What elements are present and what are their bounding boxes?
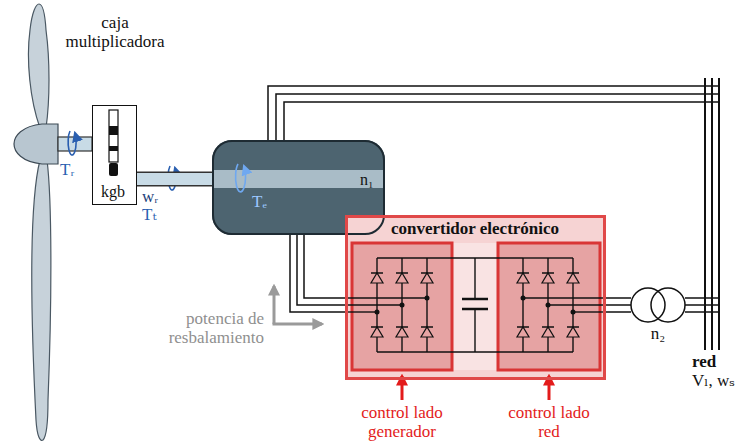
speed-symbol: wᵣ [142, 188, 158, 207]
diode-symbols [396, 327, 408, 337]
junction-dots [571, 310, 576, 315]
connector-line [137, 172, 212, 187]
dc-capacitor [462, 308, 488, 311]
connector-line [304, 235, 345, 298]
torque-symbol: Tᵣ [60, 161, 74, 180]
transformer-symbol [631, 288, 719, 322]
dc-capacitor [474, 309, 475, 352]
gear-wheels [109, 163, 118, 176]
connector-line [290, 235, 345, 312]
turbine-hub [14, 124, 58, 164]
turbine-blades [28, 4, 49, 128]
dc-capacitor [462, 298, 488, 301]
converter-panel [452, 243, 498, 370]
connector-line [297, 235, 345, 305]
diode-symbols [371, 327, 383, 337]
junction-dots [546, 303, 551, 308]
slip-power-arrow [273, 286, 276, 324]
junction-dots [400, 303, 405, 308]
diode-bridge [345, 304, 402, 305]
gearbox-box: caja multiplicadorakgb [92, 105, 137, 205]
stator-lines [268, 86, 719, 140]
converter-panel [345, 215, 605, 380]
transformer-symbol [685, 297, 719, 299]
turbine-blades [28, 4, 50, 440]
converter-panel [352, 243, 452, 370]
turns-symbol: n₁ [360, 171, 374, 189]
generator-box: Tₑ n₁ [212, 140, 385, 235]
converter-panel [345, 215, 605, 380]
transformer-symbol [685, 304, 719, 306]
junction-dots [521, 296, 526, 301]
torque-symbol: Tₑ [252, 193, 267, 212]
gear-wheels [109, 110, 118, 162]
connector-line [606, 311, 631, 313]
slip-power-label: potencia de resbalamiento [150, 310, 264, 347]
diode-bridge [377, 351, 523, 352]
transformer-box: n₂ [630, 287, 686, 323]
transformer-symbol [685, 311, 719, 313]
diode-symbols [542, 273, 554, 283]
connector-line [606, 304, 631, 306]
diode-symbols [567, 327, 579, 337]
shaft-connector [137, 179, 212, 180]
diode-bridge [523, 297, 605, 298]
gear-wheels [109, 146, 118, 151]
diode-symbols [567, 273, 579, 283]
diode-bridge [548, 304, 605, 305]
gear-ratio: kgb [93, 183, 133, 201]
turbine-blades [32, 160, 51, 440]
rotation-arrow [236, 164, 246, 192]
turns-symbol: n₂ [630, 325, 686, 344]
gear-wheels [109, 110, 118, 176]
control-label: control lado generador [350, 404, 454, 441]
diode-symbols [371, 273, 383, 283]
diode-symbols [517, 273, 529, 283]
diode-bridge [345, 258, 605, 352]
grid-lines [711, 78, 713, 350]
diode-bridge [573, 311, 605, 312]
three-phase-connector [290, 235, 345, 312]
diode-symbols [421, 273, 433, 283]
grid-lines [718, 78, 720, 350]
stator-lines [276, 94, 719, 140]
grid-label: red [692, 353, 716, 372]
grid-voltage-label: Vₗ, wₛ [692, 372, 735, 391]
gearbox-title: caja multiplicadora [53, 14, 177, 51]
converter-title: convertidor electrónico [348, 220, 602, 239]
diode-bridge [345, 311, 377, 312]
diode-bridge [523, 257, 548, 258]
torque-symbol: Tₜ [142, 206, 157, 225]
diode-symbols [542, 327, 554, 337]
grid-lines [704, 78, 706, 350]
diode-bridge [548, 257, 573, 258]
diode-bridge [377, 257, 523, 258]
junction-dots [425, 296, 430, 301]
diode-symbols [517, 327, 529, 337]
transformer-symbol [631, 288, 665, 322]
stator-lines [268, 86, 719, 140]
stator-lines [284, 102, 719, 140]
connector-line [606, 297, 631, 299]
rotation-arrow [68, 131, 76, 155]
diode-symbols [421, 327, 433, 337]
diode-symbols [396, 273, 408, 283]
gear-wheels [109, 126, 118, 135]
grid-lines [705, 78, 719, 350]
dc-capacitor [474, 258, 475, 299]
generator-body [214, 170, 383, 188]
connector-line [137, 173, 212, 185]
slip-power-arrow [273, 323, 323, 326]
transformer-symbol [651, 288, 685, 322]
diode-bridge [345, 297, 427, 298]
control-label: control lado red [497, 404, 601, 441]
turbine-hub [14, 124, 58, 164]
dc-capacitor [462, 258, 488, 352]
converter-panel [498, 243, 600, 370]
three-phase-connector [606, 298, 631, 312]
junction-dots [375, 310, 380, 315]
converter-box: convertidor electrónico [345, 215, 606, 380]
